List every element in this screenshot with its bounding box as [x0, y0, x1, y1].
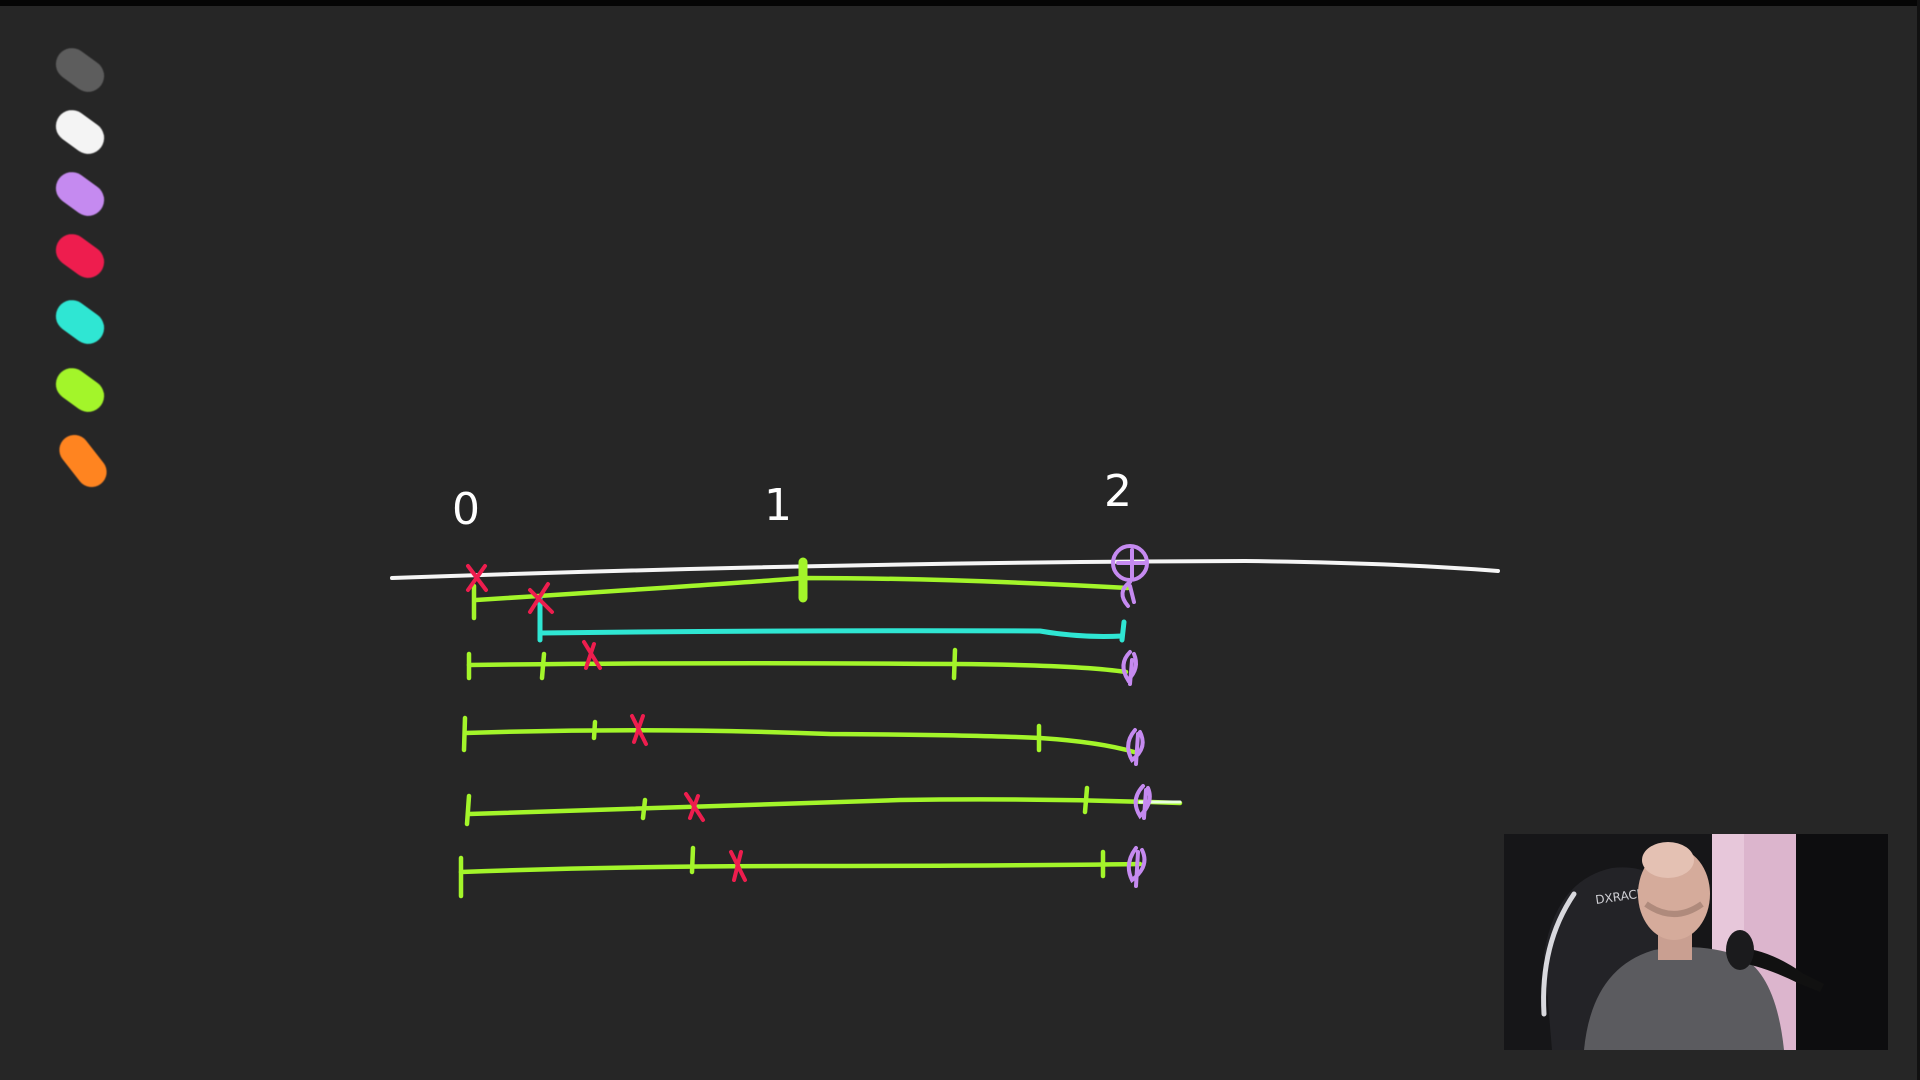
interval-row-3	[461, 715, 1137, 755]
purple-endpoint-markers	[1111, 544, 1152, 888]
webcam-overlay: DXRACER	[1504, 834, 1888, 1050]
right-edge	[1917, 0, 1920, 1080]
interval-row-4	[464, 785, 1183, 827]
interval-cyan	[537, 595, 1127, 643]
top-bar	[0, 0, 1920, 6]
red-x-markers	[466, 564, 747, 882]
number-line	[390, 558, 1500, 580]
axis-label-0: 0	[452, 484, 480, 535]
interval-row-5	[458, 845, 1143, 899]
axis-label-1: 1	[764, 480, 792, 531]
interval-row-1	[471, 575, 1131, 621]
interval-row-2	[466, 647, 1129, 681]
webcam-scene: DXRACER	[1504, 834, 1888, 1050]
axis-label-2: 2	[1104, 466, 1132, 517]
